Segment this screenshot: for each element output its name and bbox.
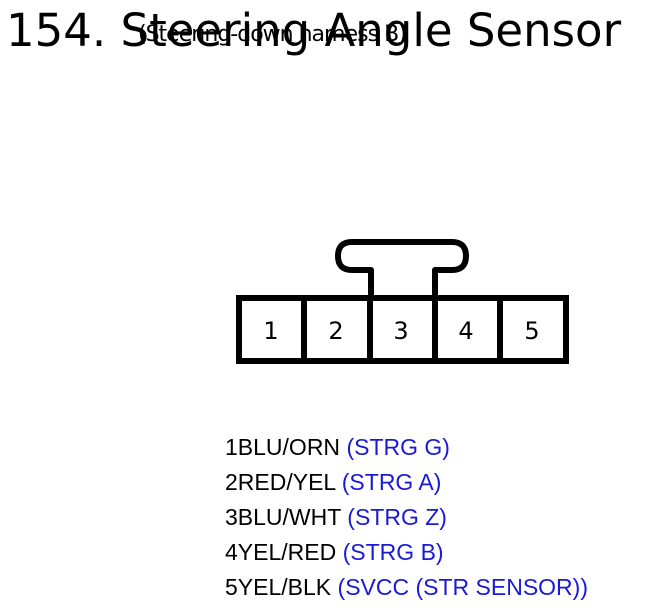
diagram-subtitle: (Steering-down harness B) — [138, 22, 407, 47]
pin-wire-color: YEL/BLK — [237, 574, 332, 600]
pin-wire-color: YEL/RED — [237, 539, 337, 565]
pin-function: (STRG A) — [341, 469, 442, 495]
pin-number: 3 — [225, 504, 238, 530]
pin-number: 1 — [225, 434, 238, 460]
pin-function: (STRG B) — [342, 539, 444, 565]
connector-cell-2: 2 — [328, 317, 343, 345]
pin-row-5: 5YEL/BLK (SVCC (STR SENSOR)) — [225, 570, 588, 605]
connector-cell-3: 3 — [393, 317, 408, 345]
connector-body — [236, 295, 569, 364]
diagram-title: 154. Steering Angle Sensor — [6, 4, 622, 57]
pin-number: 5 — [225, 574, 238, 600]
pin-wire-color: RED/YEL — [237, 469, 336, 495]
pin-row-2: 2RED/YEL (STRG A) — [225, 465, 588, 500]
pin-number: 2 — [225, 469, 238, 495]
pin-wire-color: BLU/ORN — [237, 434, 341, 460]
pin-function: (SVCC (STR SENSOR)) — [337, 574, 588, 600]
pin-row-3: 3BLU/WHT (STRG Z) — [225, 500, 588, 535]
pin-list: 1BLU/ORN (STRG G) 2RED/YEL (STRG A) 3BLU… — [225, 430, 588, 605]
connector-cell-5: 5 — [524, 317, 539, 345]
connector-cell-4: 4 — [458, 317, 473, 345]
pin-row-1: 1BLU/ORN (STRG G) — [225, 430, 588, 465]
connector-cell-1: 1 — [263, 317, 278, 345]
pin-number: 4 — [225, 539, 238, 565]
pin-function: (STRG Z) — [347, 504, 447, 530]
pin-function: (STRG G) — [346, 434, 450, 460]
pin-wire-color: BLU/WHT — [237, 504, 341, 530]
pin-row-4: 4YEL/RED (STRG B) — [225, 535, 588, 570]
connector-lock-tab — [335, 239, 469, 298]
